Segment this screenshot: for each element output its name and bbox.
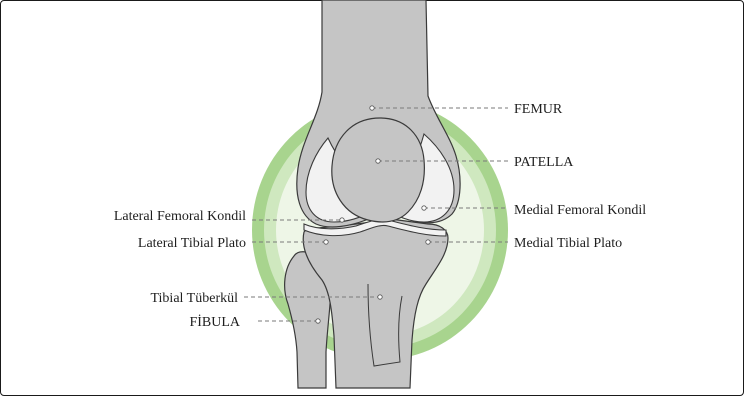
anchor-lateral-femoral-kondil [340, 218, 344, 222]
label-patella: PATELLA [514, 155, 574, 170]
anchor-fibula [316, 319, 320, 323]
anchor-medial-femoral-kondil [422, 206, 426, 210]
label-femur: FEMUR [514, 102, 563, 117]
anchor-tibial-tuberkul [378, 295, 382, 299]
label-medial-femoral-kondil: Medial Femoral Kondil [514, 203, 646, 218]
anchor-lateral-tibial-plato [324, 240, 328, 244]
anchor-femur [370, 106, 374, 110]
anchor-patella [376, 159, 380, 163]
label-lateral-tibial-plato: Lateral Tibial Plato [138, 236, 246, 251]
patella-bone [332, 118, 425, 222]
label-lateral-femoral-kondil: Lateral Femoral Kondil [114, 209, 246, 224]
label-medial-tibial-plato: Medial Tibial Plato [514, 236, 622, 251]
anchor-medial-tibial-plato [426, 240, 430, 244]
label-tibial-tuberkul: Tibial Tüberkül [150, 291, 238, 306]
label-fibula: FİBULA [189, 314, 240, 330]
